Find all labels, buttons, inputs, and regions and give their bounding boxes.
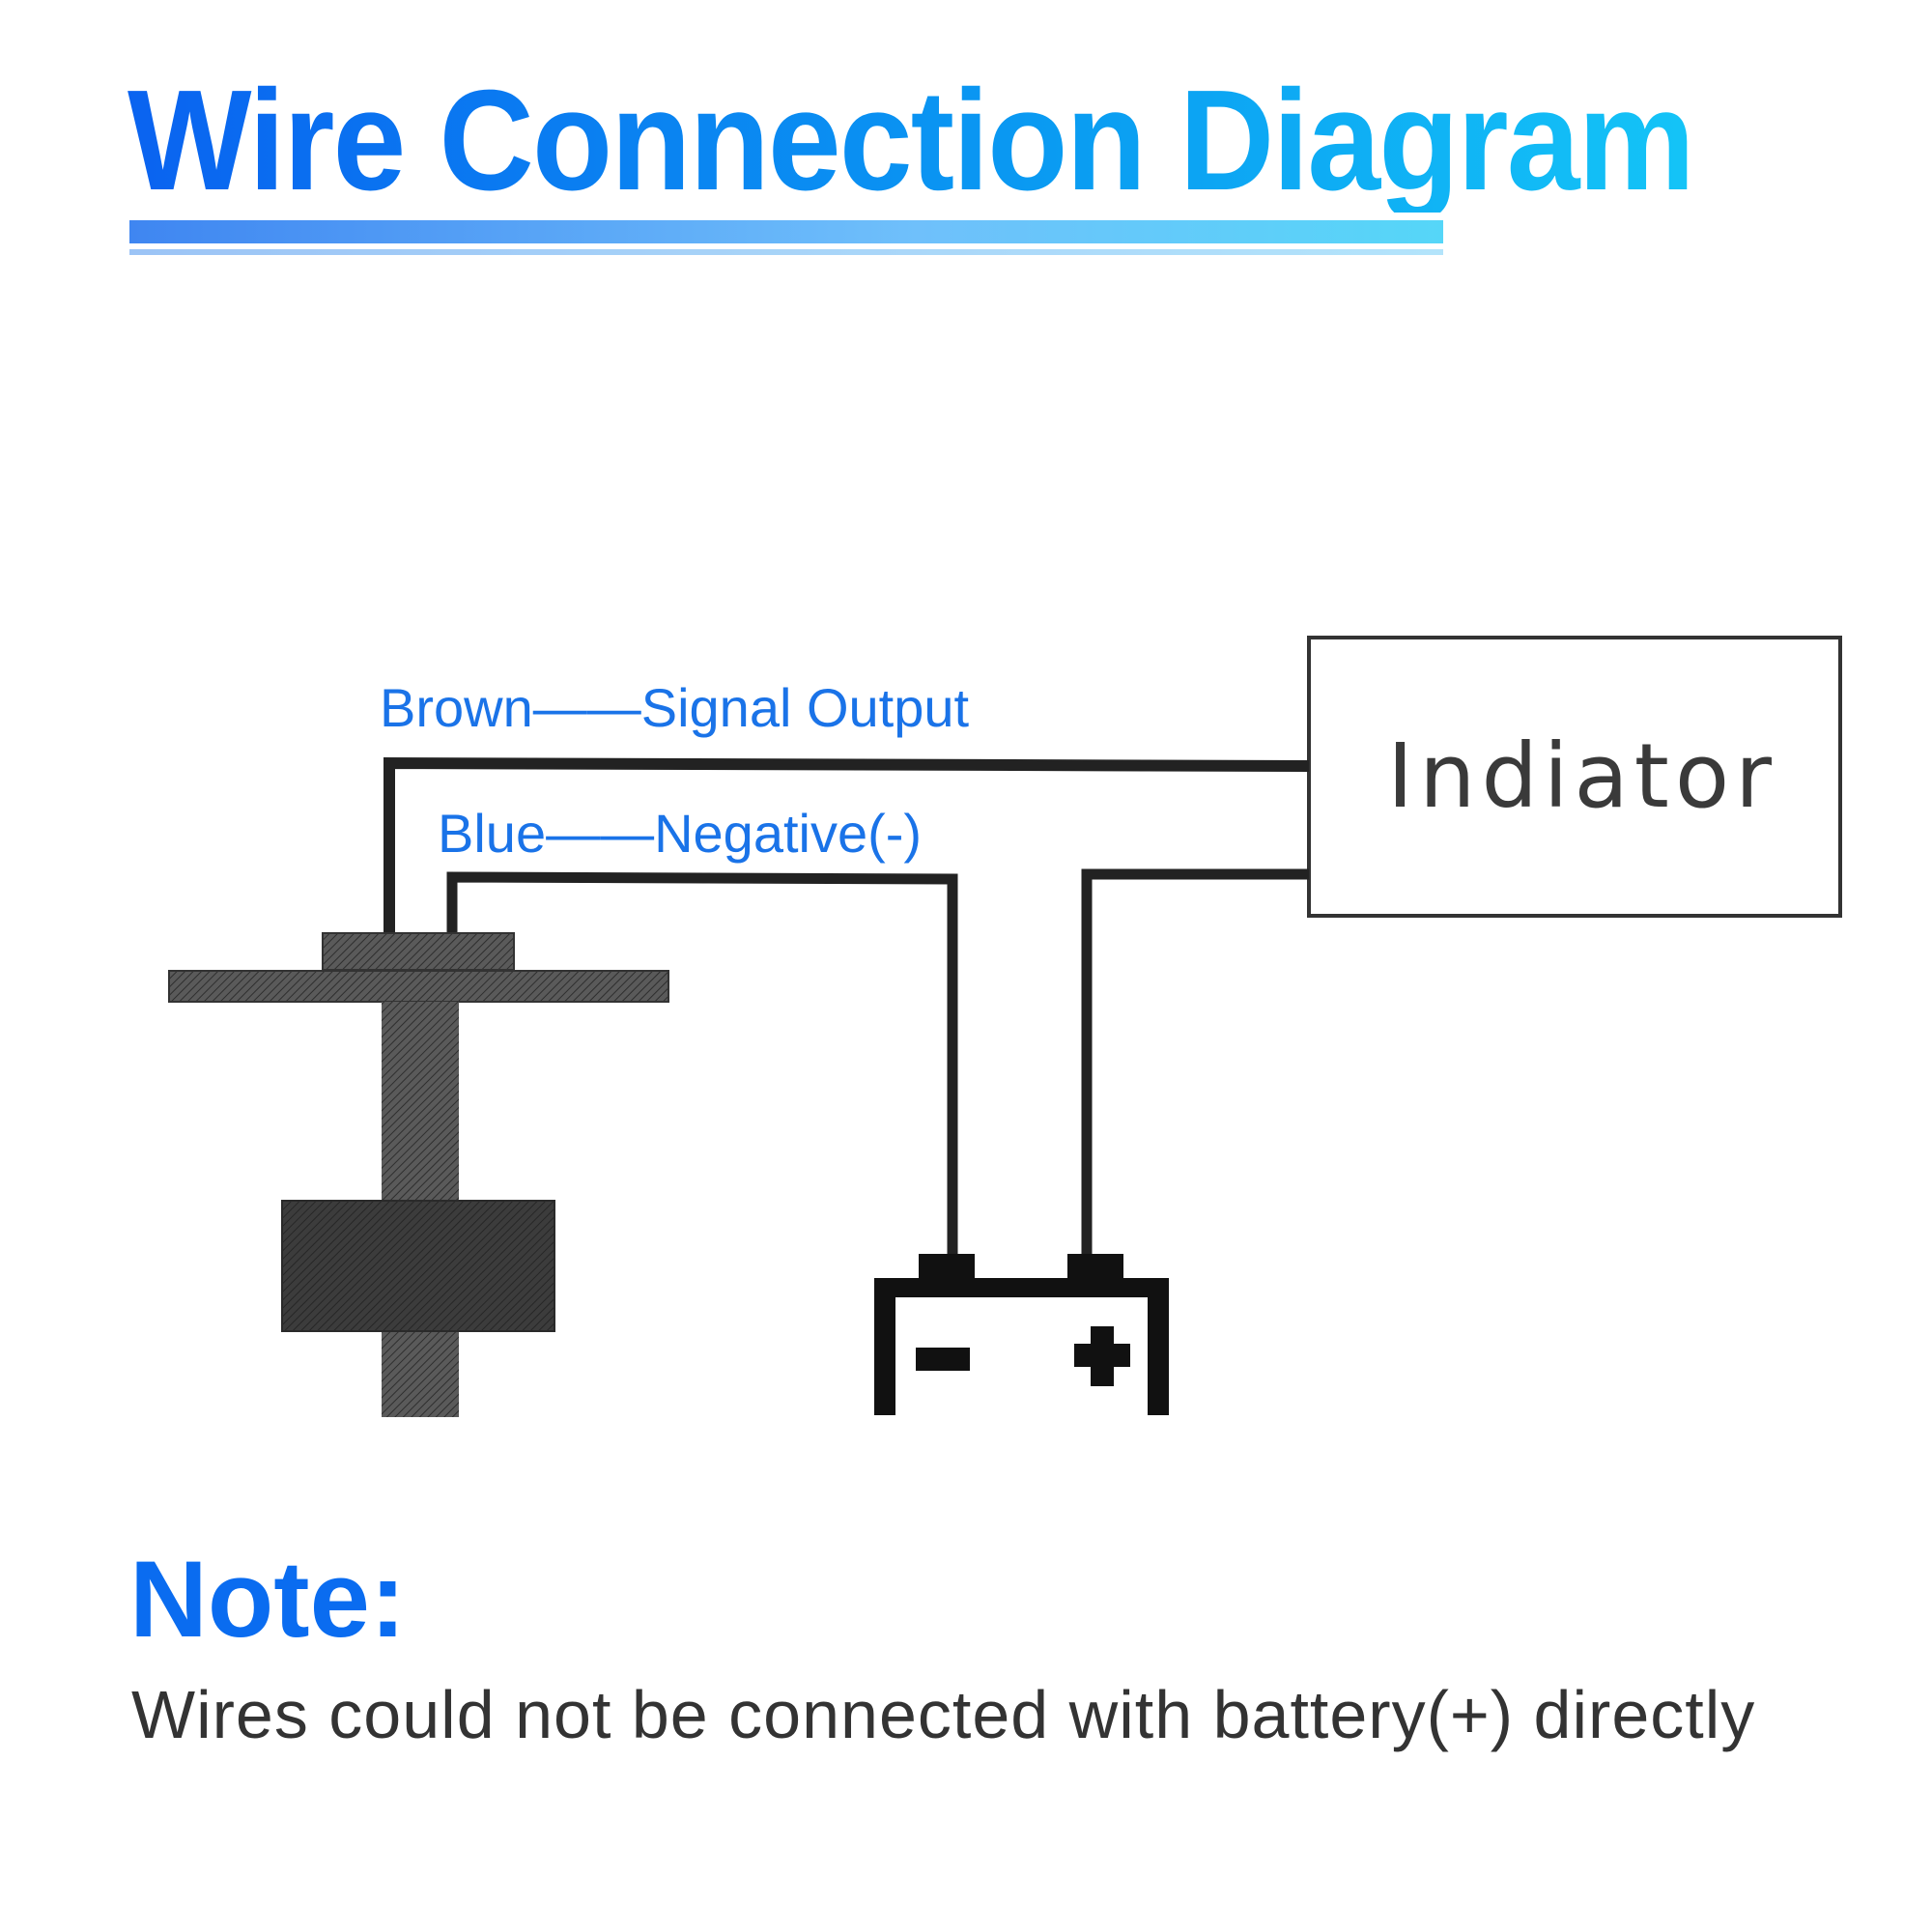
note-text: Wires could not be connected with batter… (131, 1677, 1756, 1752)
battery-left-side (874, 1278, 895, 1415)
indicator-label: Indiator (1387, 724, 1777, 828)
battery-negative-terminal (919, 1254, 975, 1281)
sensor-mount-cap (322, 932, 515, 971)
brown-wire (384, 756, 1310, 935)
sensor-flange (168, 970, 669, 1003)
battery (874, 1254, 1169, 1415)
blue-wire (446, 871, 958, 1261)
battery-right-side (1148, 1278, 1169, 1415)
battery-minus-sign-icon (916, 1348, 970, 1371)
float-sensor (168, 932, 669, 1417)
brown-wire-label: Brown——Signal Output (380, 677, 970, 738)
blue-wire-label: Blue——Negative(-) (438, 803, 923, 864)
indicator-power-wire (1081, 868, 1309, 1261)
diagram-title: Wire Connection Diagram (128, 61, 1695, 220)
battery-top (874, 1278, 1169, 1297)
sensor-float (281, 1200, 555, 1332)
battery-positive-terminal (1067, 1254, 1123, 1281)
indicator-box (1307, 636, 1842, 918)
note-heading: Note: (129, 1539, 407, 1660)
battery-plus-sign-icon-vertical (1091, 1326, 1114, 1386)
title-underline-thin (129, 249, 1443, 255)
title-underline-thick (129, 220, 1443, 243)
